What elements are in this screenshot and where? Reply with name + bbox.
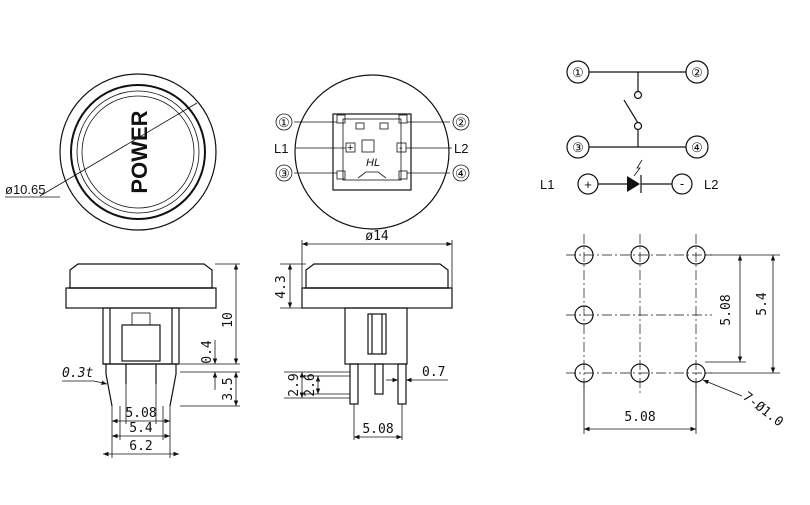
dim-5.08-label: 5.08 — [125, 406, 156, 421]
l2-label: L2 — [454, 141, 468, 156]
dim-14-label: ø14 — [365, 229, 389, 244]
dim-0.3t-leader — [93, 380, 108, 385]
cap-top-2 — [305, 263, 449, 289]
center-square — [361, 139, 375, 153]
l1-label: L1 — [274, 141, 288, 156]
dim-2.6-label: 2.6 — [303, 373, 318, 396]
pin2-label: ② — [455, 115, 467, 130]
sch-l2-label: L2 — [704, 177, 718, 192]
pin3-pad — [336, 170, 346, 180]
front-view: POWER ø10.65 — [5, 73, 217, 231]
front-diameter-label: ø10.65 — [5, 182, 45, 197]
led-minus-sign: - — [399, 142, 403, 154]
pcb-layout: 5.08 5.4 5.08 7-Ø1.0 — [566, 234, 786, 434]
sch-pin2-label: ② — [691, 65, 703, 80]
pin4-label: ④ — [455, 166, 467, 181]
pad-top-right — [379, 122, 389, 130]
sch-l1-label: L1 — [540, 177, 554, 192]
pin-view: + - HL ① ② ③ ④ L1 L2 — [274, 74, 470, 230]
housing — [102, 307, 180, 365]
pcb-hole — [630, 363, 650, 383]
inner-ring — [76, 90, 200, 214]
dim-4.3-label: 4.3 — [274, 275, 289, 298]
lead-right — [169, 364, 177, 407]
switch-bottom-contact — [633, 121, 643, 131]
pin4-pad — [398, 170, 408, 180]
led-minus-pad — [396, 142, 407, 153]
side-view-1: 10 0.4 3.5 0.3t 5.08 5.4 6.2 — [62, 263, 240, 458]
lead-left — [105, 364, 113, 407]
dim-0.7-label: 0.7 — [422, 365, 445, 380]
dim-0.3t-label: 0.3t — [62, 366, 93, 381]
sch-plus-sign: + — [584, 177, 592, 192]
dim-pcb-5.08-v-label: 5.08 — [719, 294, 734, 325]
dim-0.4-label: 0.4 — [200, 340, 215, 364]
sch-minus-sign: - — [680, 176, 684, 191]
pin3-label: ③ — [278, 166, 290, 181]
led-light-icon — [633, 159, 643, 177]
pcb-hole — [574, 305, 594, 325]
bezel — [65, 287, 217, 309]
pad-top-left — [355, 122, 365, 130]
dim-pcb-5.4-label: 5.4 — [755, 292, 770, 316]
pin1-circle — [275, 113, 293, 131]
actuator — [121, 324, 161, 362]
dim-pcb-5.08-h-label: 5.08 — [624, 410, 655, 425]
pcb-hole — [630, 245, 650, 265]
dim-5.08-label-2: 5.08 — [362, 422, 393, 437]
sch-pin1-label: ① — [572, 65, 584, 80]
dim-5.4-label: 5.4 — [129, 421, 153, 436]
power-logo: POWER — [127, 110, 152, 193]
cap-top — [69, 263, 213, 289]
side-view-2: ø14 4.3 2.9 2.6 0.7 5.08 — [274, 229, 453, 440]
stem-2 — [367, 313, 387, 355]
hole-note-label: 7-Ø1.0 — [740, 389, 786, 430]
bezel-2 — [301, 287, 453, 309]
led-plus-sign: + — [347, 142, 353, 154]
pin3-circle — [275, 164, 293, 182]
dim-6.2-label: 6.2 — [129, 439, 152, 454]
pin1-pad — [336, 114, 346, 124]
dim-10-label: 10 — [221, 312, 236, 328]
switch-inner — [342, 118, 402, 181]
lead-center-2 — [374, 363, 384, 395]
pin1-label: ① — [278, 115, 290, 130]
hole-note-leader — [702, 379, 743, 397]
pcb-hole — [574, 245, 594, 265]
pin-view-outline — [294, 74, 450, 230]
housing-2 — [344, 307, 408, 365]
switch-top-contact — [633, 90, 643, 100]
dim-3.5-label: 3.5 — [221, 377, 236, 400]
led-diode-icon — [627, 176, 640, 192]
hl-logo: HL — [366, 157, 380, 169]
pin2-circle — [452, 113, 470, 131]
stem — [131, 312, 151, 326]
diameter-leader — [39, 102, 198, 197]
cap-ring — [81, 95, 195, 209]
pin4-circle — [452, 164, 470, 182]
outer-ring — [59, 73, 217, 231]
led-plus-pad — [345, 142, 356, 153]
dim-2.9-label: 2.9 — [287, 373, 302, 396]
switch-body — [332, 113, 412, 191]
pin2-pad — [398, 114, 408, 124]
sch-pin3-label: ③ — [572, 140, 584, 155]
lead-right-2 — [397, 363, 407, 405]
schematic: ① ② ③ ④ + - L1 L2 — [540, 60, 718, 195]
sch-pin4-label: ④ — [691, 140, 703, 155]
lead-left-2 — [349, 363, 359, 405]
bezel-ring — [70, 84, 206, 220]
bottom-clip — [357, 171, 387, 179]
switch-blade — [623, 99, 639, 124]
